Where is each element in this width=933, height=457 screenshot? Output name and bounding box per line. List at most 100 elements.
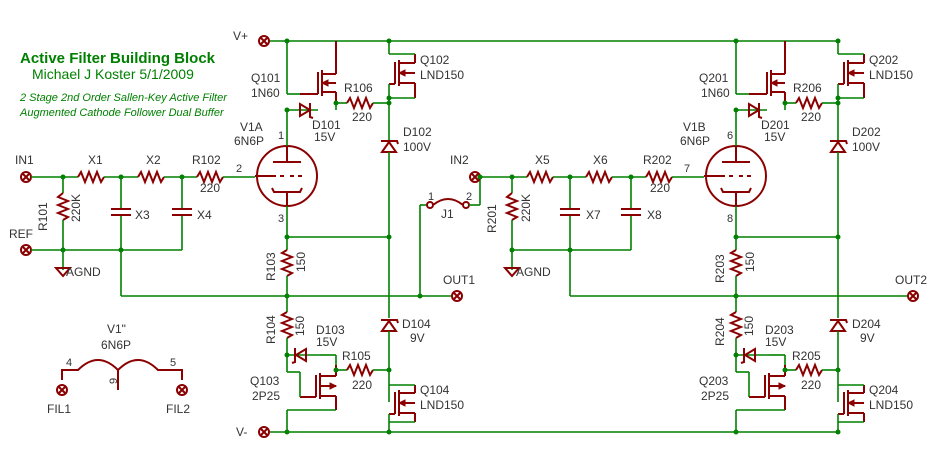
r206-value: 220 <box>801 110 821 124</box>
v1a-name: V1A <box>240 120 263 134</box>
heater-value: 6N6P <box>101 338 131 352</box>
fil1-label: FIL1 <box>47 402 71 416</box>
vplus-label: V+ <box>233 29 248 43</box>
q102-value: LND150 <box>420 68 464 82</box>
q201-value: 1N60 <box>701 86 730 100</box>
title-line-3: 2 Stage 2nd Order Sallen-Key Active Filt… <box>19 92 228 104</box>
r103-value: 150 <box>294 252 308 272</box>
left-channel: IN1 R101 220K REF AGND X1 X2 X3 <box>9 38 475 435</box>
out2-label: OUT2 <box>895 273 927 287</box>
agnd-label: AGND <box>66 265 101 279</box>
q203-value: 2P25 <box>701 389 729 403</box>
d101-value: 15V <box>314 130 335 144</box>
x4-label: X4 <box>197 208 212 222</box>
r205-value: 220 <box>801 378 821 392</box>
fil2-terminal <box>176 384 188 396</box>
r106-name: R106 <box>344 81 373 95</box>
d203-name: D203 <box>765 323 794 337</box>
r102-value: 220 <box>200 181 220 195</box>
jumper-j1: 1 2 J1 <box>419 177 481 296</box>
r101-name: R101 <box>36 202 50 231</box>
q104-name: Q104 <box>420 383 450 397</box>
agnd-symbol <box>53 267 73 278</box>
v1a-cathode-pin: 3 <box>278 213 284 225</box>
r202-value: 220 <box>650 181 670 195</box>
x1-label: X1 <box>88 153 103 167</box>
d104-name: D104 <box>402 317 431 331</box>
d104-value: 9V <box>410 331 425 345</box>
q202-value: LND150 <box>869 68 913 82</box>
j1-pin-2: 2 <box>466 191 472 203</box>
v1b-value: 6N6P <box>680 134 710 148</box>
d204-value: 9V <box>860 331 875 345</box>
q203-transistor <box>749 365 787 410</box>
out1-label: OUT1 <box>443 273 475 287</box>
q103-name: Q103 <box>250 374 280 388</box>
x7-label: X7 <box>586 208 601 222</box>
q204-value: LND150 <box>869 398 913 412</box>
heater-pin-right: 5 <box>170 357 176 369</box>
j1-pin-1: 1 <box>428 191 434 203</box>
r206-name: R206 <box>793 81 822 95</box>
vminus-label: V- <box>236 425 247 439</box>
d103-value: 15V <box>316 335 337 349</box>
q203-name: Q203 <box>699 374 729 388</box>
d203-value: 15V <box>765 335 786 349</box>
d101-name: D101 <box>312 118 341 132</box>
v1a-value: 6N6P <box>234 134 264 148</box>
r103-name: R103 <box>264 252 278 281</box>
q201-name: Q201 <box>699 71 729 85</box>
vplus-rail: V+ <box>233 29 840 47</box>
r101-value: 220K <box>69 194 83 222</box>
v1b-anode-pin: 6 <box>727 130 733 142</box>
heater-pin-left: 4 <box>66 357 72 369</box>
q103-value: 2P25 <box>252 389 280 403</box>
r203-value: 150 <box>743 252 757 272</box>
q103-transistor <box>300 365 338 410</box>
d103-name: D103 <box>316 323 345 337</box>
q102-transistor <box>389 54 416 98</box>
x5-label: X5 <box>535 153 550 167</box>
in2-label: IN2 <box>450 153 469 167</box>
d202-name: D202 <box>852 125 881 139</box>
r106-value: 220 <box>352 110 372 124</box>
fil2-label: FIL2 <box>166 402 190 416</box>
r204-name: R204 <box>713 317 727 346</box>
d201-value: 15V <box>764 130 785 144</box>
fil1-terminal <box>56 384 68 396</box>
r203-name: R203 <box>713 254 727 283</box>
q101-value: 1N60 <box>251 86 280 100</box>
title-line-2: Michael J Koster 5/1/2009 <box>32 66 194 82</box>
heater-v1: V1" 6N6P 4 9 5 FIL1 FIL2 <box>47 322 190 416</box>
v1a-grid-pin: 2 <box>236 163 242 175</box>
r201-value: 220K <box>519 194 533 222</box>
r204-value: 150 <box>742 316 756 336</box>
d202-value: 100V <box>852 140 880 154</box>
q104-value: LND150 <box>420 398 464 412</box>
r202-name: R202 <box>643 153 672 167</box>
r105-value: 220 <box>352 378 372 392</box>
title-line-4: Augmented Cathode Follower Dual Buffer <box>19 107 225 119</box>
d201-name: D201 <box>761 118 790 132</box>
title-line-1: Active Filter Building Block <box>20 50 216 67</box>
q204-transistor <box>838 385 865 422</box>
out1-terminal <box>451 290 463 302</box>
r205-name: R205 <box>792 349 821 363</box>
q101-transistor <box>300 41 337 103</box>
x3-label: X3 <box>135 208 150 222</box>
vminus-rail: V- <box>236 425 840 439</box>
d102-name: D102 <box>403 125 432 139</box>
agnd2-label: AGND <box>516 265 551 279</box>
q204-name: Q204 <box>869 383 899 397</box>
q202-name: Q202 <box>869 53 899 67</box>
x8-label: X8 <box>647 208 662 222</box>
ref-label: REF <box>9 227 33 241</box>
r104-value: 150 <box>293 316 307 336</box>
x2-label: X2 <box>146 153 161 167</box>
q202-transistor <box>838 54 865 98</box>
out2-terminal <box>907 290 919 302</box>
v1b-triode <box>704 145 767 207</box>
in1-label: IN1 <box>15 153 34 167</box>
v1b-grid-pin: 7 <box>684 163 690 175</box>
